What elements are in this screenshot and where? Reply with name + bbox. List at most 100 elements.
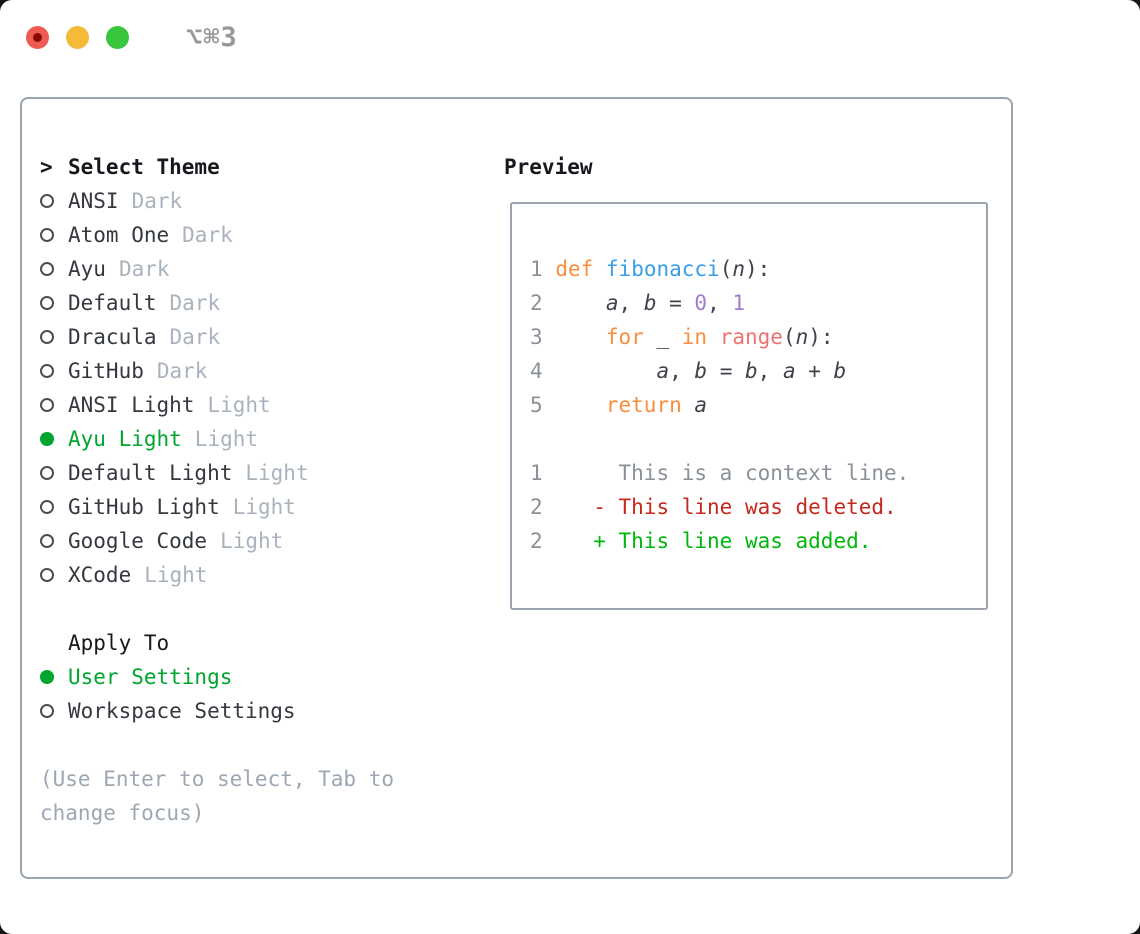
code-line [530, 422, 986, 456]
theme-variant-label: Dark [169, 291, 221, 315]
theme-variant-label: Dark [156, 359, 208, 383]
radio-unselected-icon [40, 262, 54, 276]
code-segment-kw: in [681, 325, 708, 349]
radio-marker [40, 262, 68, 276]
code-line: 1 def fibonacci(n): [530, 252, 986, 286]
radio-selected-icon [40, 670, 54, 684]
theme-variant-label: Dark [182, 223, 233, 247]
theme-variant-label: Light [207, 393, 271, 417]
code-segment-plain [543, 393, 606, 417]
theme-option-ansi-dark[interactable]: ANSI Dark [40, 184, 472, 218]
radio-unselected-icon [40, 500, 54, 514]
code-segment-num: 0 [694, 291, 708, 315]
radio-marker [40, 432, 68, 446]
apply-option-workspace-settings[interactable]: Workspace Settings [40, 694, 472, 728]
close-dot-icon [33, 32, 42, 42]
code-segment-var: a [782, 359, 796, 383]
code-segment-plain: , [707, 291, 733, 315]
code-segment-plain: ): [808, 325, 834, 349]
line-number: 3 [530, 325, 543, 349]
code-segment-kw: return [605, 393, 682, 417]
code-segment-del: - This line was deleted. [542, 495, 897, 519]
section-gap [40, 592, 472, 626]
code-line: 2 + This line was added. [530, 524, 986, 558]
code-segment-var: b [745, 359, 758, 383]
code-segment-var: b [643, 291, 657, 315]
radio-unselected-icon [40, 704, 54, 718]
option-label: GitHub [68, 359, 144, 383]
line-number: 2 [530, 291, 543, 315]
option-label: Atom One [68, 223, 170, 247]
code-segment-plain [669, 325, 682, 349]
radio-marker [40, 228, 68, 242]
code-segment-ctx: This is a context line. [542, 461, 910, 485]
theme-variant-label: Dark [131, 189, 183, 213]
apply-to-label: Apply To [68, 631, 170, 655]
close-button[interactable] [26, 25, 49, 49]
zoom-button[interactable] [106, 25, 129, 49]
theme-variant-label: Light [232, 495, 296, 519]
option-label: Google Code [68, 529, 208, 553]
code-segment-kw: def [555, 257, 594, 281]
radio-unselected-icon [40, 466, 54, 480]
radio-unselected-icon [40, 194, 54, 208]
radio-marker [40, 194, 68, 208]
select-theme-label: Select Theme [68, 155, 220, 179]
radio-unselected-icon [40, 228, 54, 242]
window-title: ⌥⌘3 [186, 21, 238, 53]
radio-marker [40, 704, 68, 718]
radio-marker [40, 398, 68, 412]
radio-marker [40, 296, 68, 310]
apply-option-user-settings[interactable]: User Settings [40, 660, 472, 694]
code-segment-var: b [833, 359, 847, 383]
option-label: User Settings [68, 665, 233, 689]
code-line: 1 This is a context line. [530, 456, 986, 490]
code-line: 4 a, b = b, a + b [530, 354, 986, 388]
radio-marker [40, 466, 68, 480]
code-segment-kw: for [605, 325, 644, 349]
code-segment-plain [593, 257, 606, 281]
line-number: 2 [530, 495, 543, 519]
radio-unselected-icon [40, 296, 54, 310]
line-number: 2 [530, 529, 543, 553]
code-segment-plain: = [707, 359, 745, 383]
radio-marker [40, 534, 68, 548]
hint-text: (Use Enter to select, Tab to change focu… [40, 767, 395, 825]
option-label: Ayu Light [68, 427, 182, 451]
theme-option-github-dark[interactable]: GitHub Dark [40, 354, 472, 388]
code-segment-plain: ): [745, 257, 771, 281]
code-segment-plain [543, 359, 657, 383]
preview-box: 1 def fibonacci(n): 2 a, b = 0, 1 3 for _ … [510, 202, 988, 610]
minimize-button[interactable] [66, 25, 89, 49]
theme-option-atom-one-dark[interactable]: Atom One Dark [40, 218, 472, 252]
code-line: 2 - This line was deleted. [530, 490, 986, 524]
code-segment-plain [543, 325, 606, 349]
line-number: 1 [530, 461, 543, 485]
radio-marker [40, 568, 68, 582]
code-segment-plain: ( [719, 257, 733, 281]
code-segment-var: b [694, 359, 708, 383]
radio-unselected-icon [40, 568, 54, 582]
code-segment-fn: fibonacci [605, 257, 720, 281]
theme-variant-label: Dark [169, 325, 221, 349]
radio-marker [40, 330, 68, 344]
code-line: 3 for _ in range(n): [530, 320, 986, 354]
option-label: Ayu [68, 257, 106, 281]
code-segment-plain [707, 325, 720, 349]
code-segment-plain: , [757, 359, 783, 383]
option-label: ANSI [68, 189, 119, 213]
radio-selected-icon [40, 432, 54, 446]
